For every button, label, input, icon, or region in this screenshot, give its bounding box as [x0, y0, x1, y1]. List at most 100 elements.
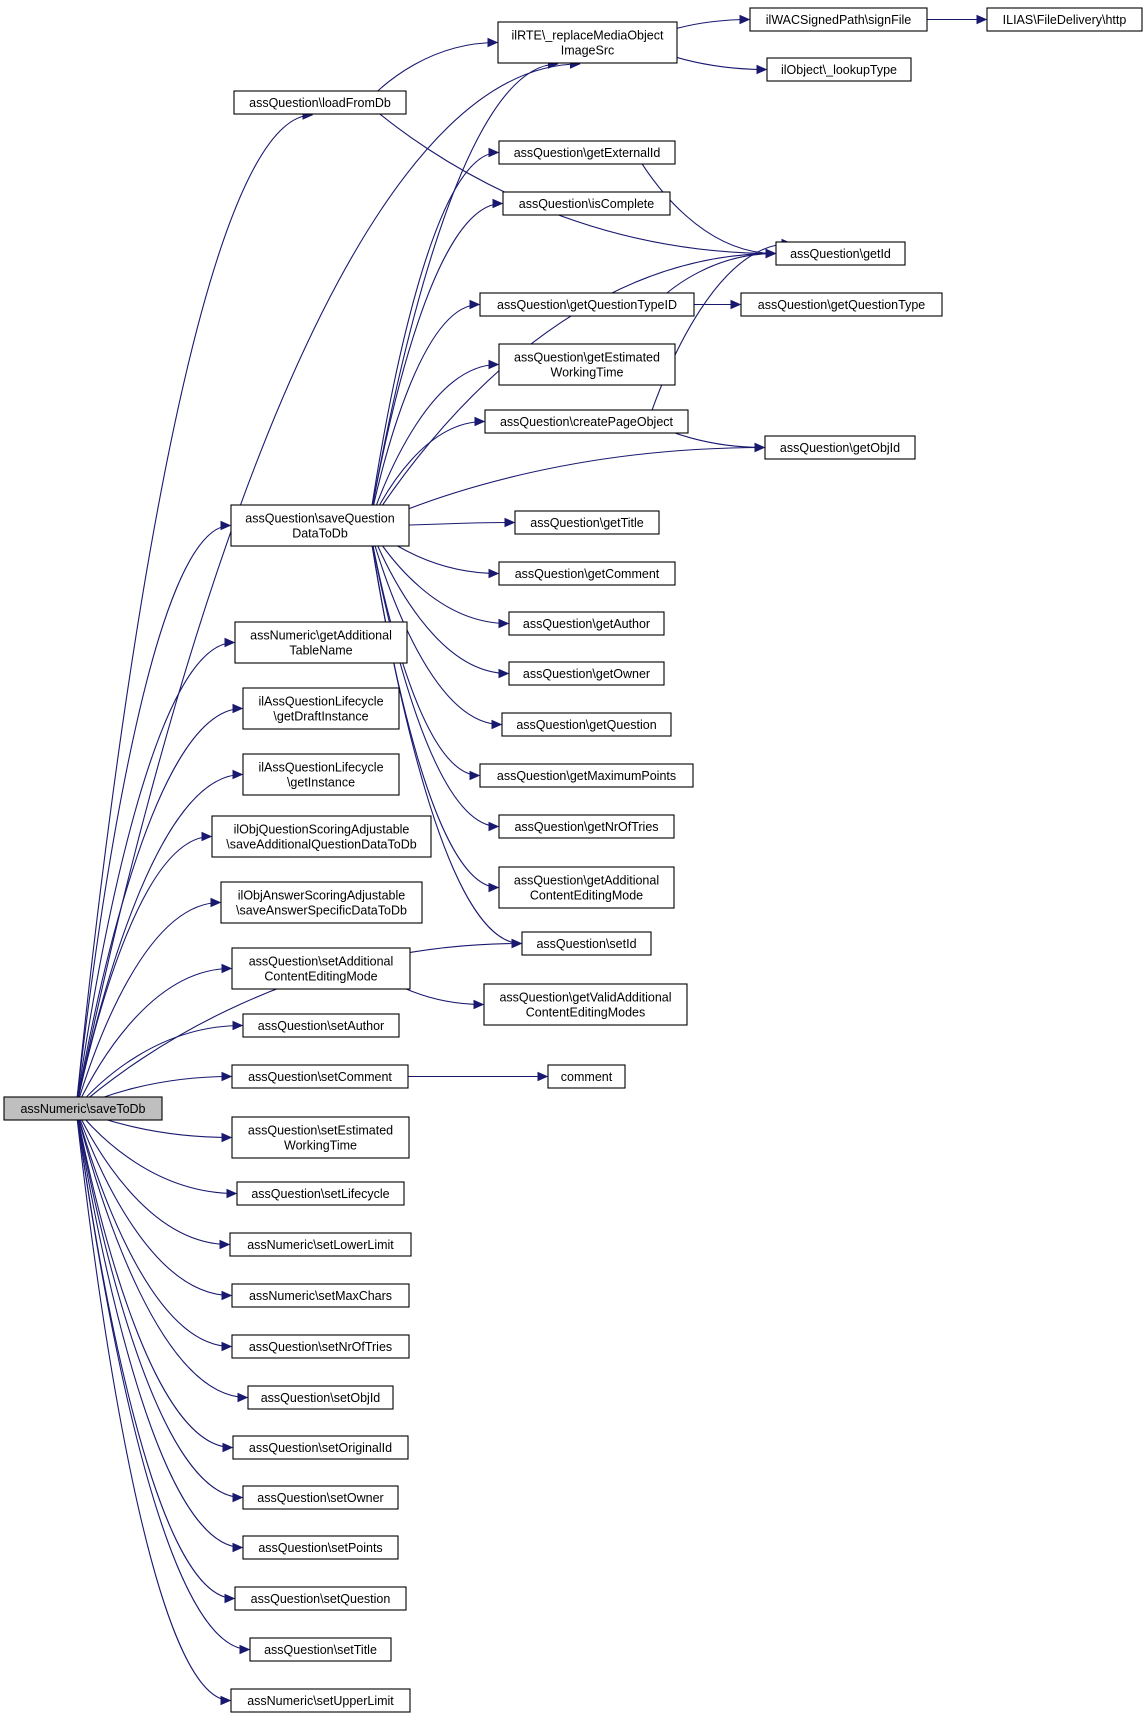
- node-get-obj-id[interactable]: assQuestion\getObjId: [764, 435, 916, 460]
- edge-root-to-set-lower-limit: [75, 1108, 230, 1246]
- edge-get-external-id-to-get-id: [634, 152, 776, 255]
- node-label: DataToDb: [292, 527, 348, 541]
- node-box: [232, 1435, 409, 1460]
- edge-root-to-save-additional-question-data-to-db: [75, 835, 212, 1109]
- arrowhead-get-maximum-points: [469, 770, 481, 781]
- node-label: assNumeric\saveToDb: [20, 1102, 145, 1116]
- node-lookup-type[interactable]: ilObject\_lookupType: [766, 57, 912, 82]
- edge-root-to-set-upper-limit: [75, 1108, 231, 1702]
- node-get-id[interactable]: assQuestion\getId: [775, 241, 906, 266]
- node-get-instance[interactable]: ilAssQuestionLifecycle\getInstance: [242, 753, 400, 796]
- node-box: [231, 1283, 410, 1308]
- node-get-owner[interactable]: assQuestion\getOwner: [508, 661, 665, 686]
- node-set-owner[interactable]: assQuestion\setOwner: [242, 1485, 399, 1510]
- node-get-comment[interactable]: assQuestion\getComment: [498, 561, 676, 586]
- node-set-comment[interactable]: assQuestion\setComment: [231, 1064, 409, 1089]
- node-set-points[interactable]: assQuestion\setPoints: [242, 1535, 399, 1560]
- arrowhead-save-additional-question-data-to-db: [201, 831, 213, 842]
- node-create-page-object[interactable]: assQuestion\createPageObject: [484, 409, 689, 434]
- edges-layer: [75, 14, 988, 1706]
- node-is-complete[interactable]: assQuestion\isComplete: [502, 191, 671, 216]
- node-label: assQuestion\setLifecycle: [251, 1187, 389, 1201]
- node-label: assQuestion\getTitle: [530, 516, 644, 530]
- node-label: ilObject\_lookupType: [781, 63, 897, 77]
- node-set-obj-id[interactable]: assQuestion\setObjId: [247, 1385, 394, 1410]
- node-label: assQuestion\setNrOfTries: [249, 1340, 392, 1354]
- node-load-from-db[interactable]: assQuestion\loadFromDb: [233, 90, 407, 115]
- node-label: ilObjQuestionScoringAdjustable: [234, 823, 410, 837]
- node-set-id[interactable]: assQuestion\setId: [521, 931, 652, 956]
- node-box: [498, 866, 675, 909]
- arrowhead-get-draft-instance: [232, 703, 244, 714]
- node-get-draft-instance[interactable]: ilAssQuestionLifecycle\getDraftInstance: [242, 687, 400, 730]
- node-box: [231, 947, 411, 990]
- node-get-author[interactable]: assQuestion\getAuthor: [508, 611, 665, 636]
- arrowhead-sign-file: [739, 14, 751, 25]
- node-label: assQuestion\setTitle: [264, 1643, 377, 1657]
- arrowhead-set-title: [239, 1644, 251, 1655]
- arrowhead-comment: [537, 1071, 549, 1082]
- arrowhead-get-owner: [498, 668, 510, 679]
- node-label: comment: [561, 1070, 613, 1084]
- edge-root-to-set-title: [75, 1108, 250, 1651]
- node-label: assQuestion\setQuestion: [251, 1592, 391, 1606]
- node-box: [229, 1232, 412, 1257]
- edge-root-to-save-question-data-to-db: [75, 524, 231, 1109]
- node-get-nr-of-tries[interactable]: assQuestion\getNrOfTries: [498, 814, 675, 839]
- node-set-title[interactable]: assQuestion\setTitle: [249, 1637, 392, 1662]
- node-label: assQuestion\getMaximumPoints: [497, 769, 676, 783]
- node-save-additional-question-data-to-db[interactable]: ilObjQuestionScoringAdjustable\saveAddit…: [211, 815, 432, 858]
- node-label: assQuestion\getEstimated: [514, 351, 660, 365]
- node-get-question-type-id[interactable]: assQuestion\getQuestionTypeID: [479, 292, 695, 317]
- node-set-question[interactable]: assQuestion\setQuestion: [234, 1586, 407, 1611]
- node-set-lower-limit[interactable]: assNumeric\setLowerLimit: [229, 1232, 412, 1257]
- node-set-upper-limit[interactable]: assNumeric\setUpperLimit: [230, 1688, 411, 1713]
- node-set-original-id[interactable]: assQuestion\setOriginalId: [232, 1435, 409, 1460]
- node-set-additional-content-editing-mode[interactable]: assQuestion\setAdditionalContentEditingM…: [231, 947, 411, 990]
- node-get-title[interactable]: assQuestion\getTitle: [514, 510, 660, 535]
- node-label: ilAssQuestionLifecycle: [258, 761, 383, 775]
- node-label: assQuestion\getOwner: [523, 667, 650, 681]
- node-label: assQuestion\isComplete: [519, 197, 655, 211]
- node-http[interactable]: ILIAS\FileDelivery\http: [986, 7, 1143, 32]
- node-box: [233, 90, 407, 115]
- node-comment[interactable]: comment: [547, 1064, 626, 1089]
- node-label: \saveAdditionalQuestionDataToDb: [226, 838, 416, 852]
- arrowhead-get-estimated-working-time: [488, 359, 500, 370]
- node-label: ContentEditingModes: [526, 1006, 646, 1020]
- node-box: [249, 1637, 392, 1662]
- node-save-answer-specific-data-to-db[interactable]: ilObjAnswerScoringAdjustable\saveAnswerS…: [220, 881, 423, 924]
- node-get-additional-content-editing-mode[interactable]: assQuestion\getAdditionalContentEditingM…: [498, 866, 675, 909]
- node-label: assQuestion\setAdditional: [249, 955, 394, 969]
- node-label: \getInstance: [287, 776, 355, 790]
- node-get-question[interactable]: assQuestion\getQuestion: [501, 712, 672, 737]
- node-sign-file[interactable]: ilWACSignedPath\signFile: [749, 7, 928, 32]
- node-get-maximum-points[interactable]: assQuestion\getMaximumPoints: [479, 763, 694, 788]
- node-label: assQuestion\loadFromDb: [249, 96, 391, 110]
- node-box: [749, 7, 928, 32]
- node-label: assQuestion\getComment: [515, 567, 660, 581]
- node-set-nr-of-tries[interactable]: assQuestion\setNrOfTries: [231, 1334, 410, 1359]
- node-set-author[interactable]: assQuestion\setAuthor: [242, 1013, 400, 1038]
- node-set-max-chars[interactable]: assNumeric\setMaxChars: [231, 1283, 410, 1308]
- arrowhead-create-page-object: [474, 416, 486, 427]
- arrowhead-set-points: [232, 1542, 244, 1553]
- arrowhead-get-additional-content-editing-mode: [488, 882, 500, 893]
- node-get-question-type[interactable]: assQuestion\getQuestionType: [740, 292, 943, 317]
- edge-root-to-set-additional-content-editing-mode: [75, 967, 232, 1109]
- edge-root-to-get-draft-instance: [75, 707, 243, 1109]
- node-get-valid-additional-content-editing-modes[interactable]: assQuestion\getValidAdditionalContentEdi…: [483, 983, 688, 1026]
- node-get-external-id[interactable]: assQuestion\getExternalId: [498, 140, 676, 165]
- node-label: TableName: [289, 644, 352, 658]
- arrowhead-set-obj-id: [237, 1392, 249, 1403]
- node-set-lifecycle[interactable]: assQuestion\setLifecycle: [236, 1181, 405, 1206]
- edge-root-to-set-original-id: [75, 1108, 233, 1449]
- node-root[interactable]: assNumeric\saveToDb: [3, 1096, 163, 1121]
- node-label: assQuestion\setOriginalId: [249, 1441, 392, 1455]
